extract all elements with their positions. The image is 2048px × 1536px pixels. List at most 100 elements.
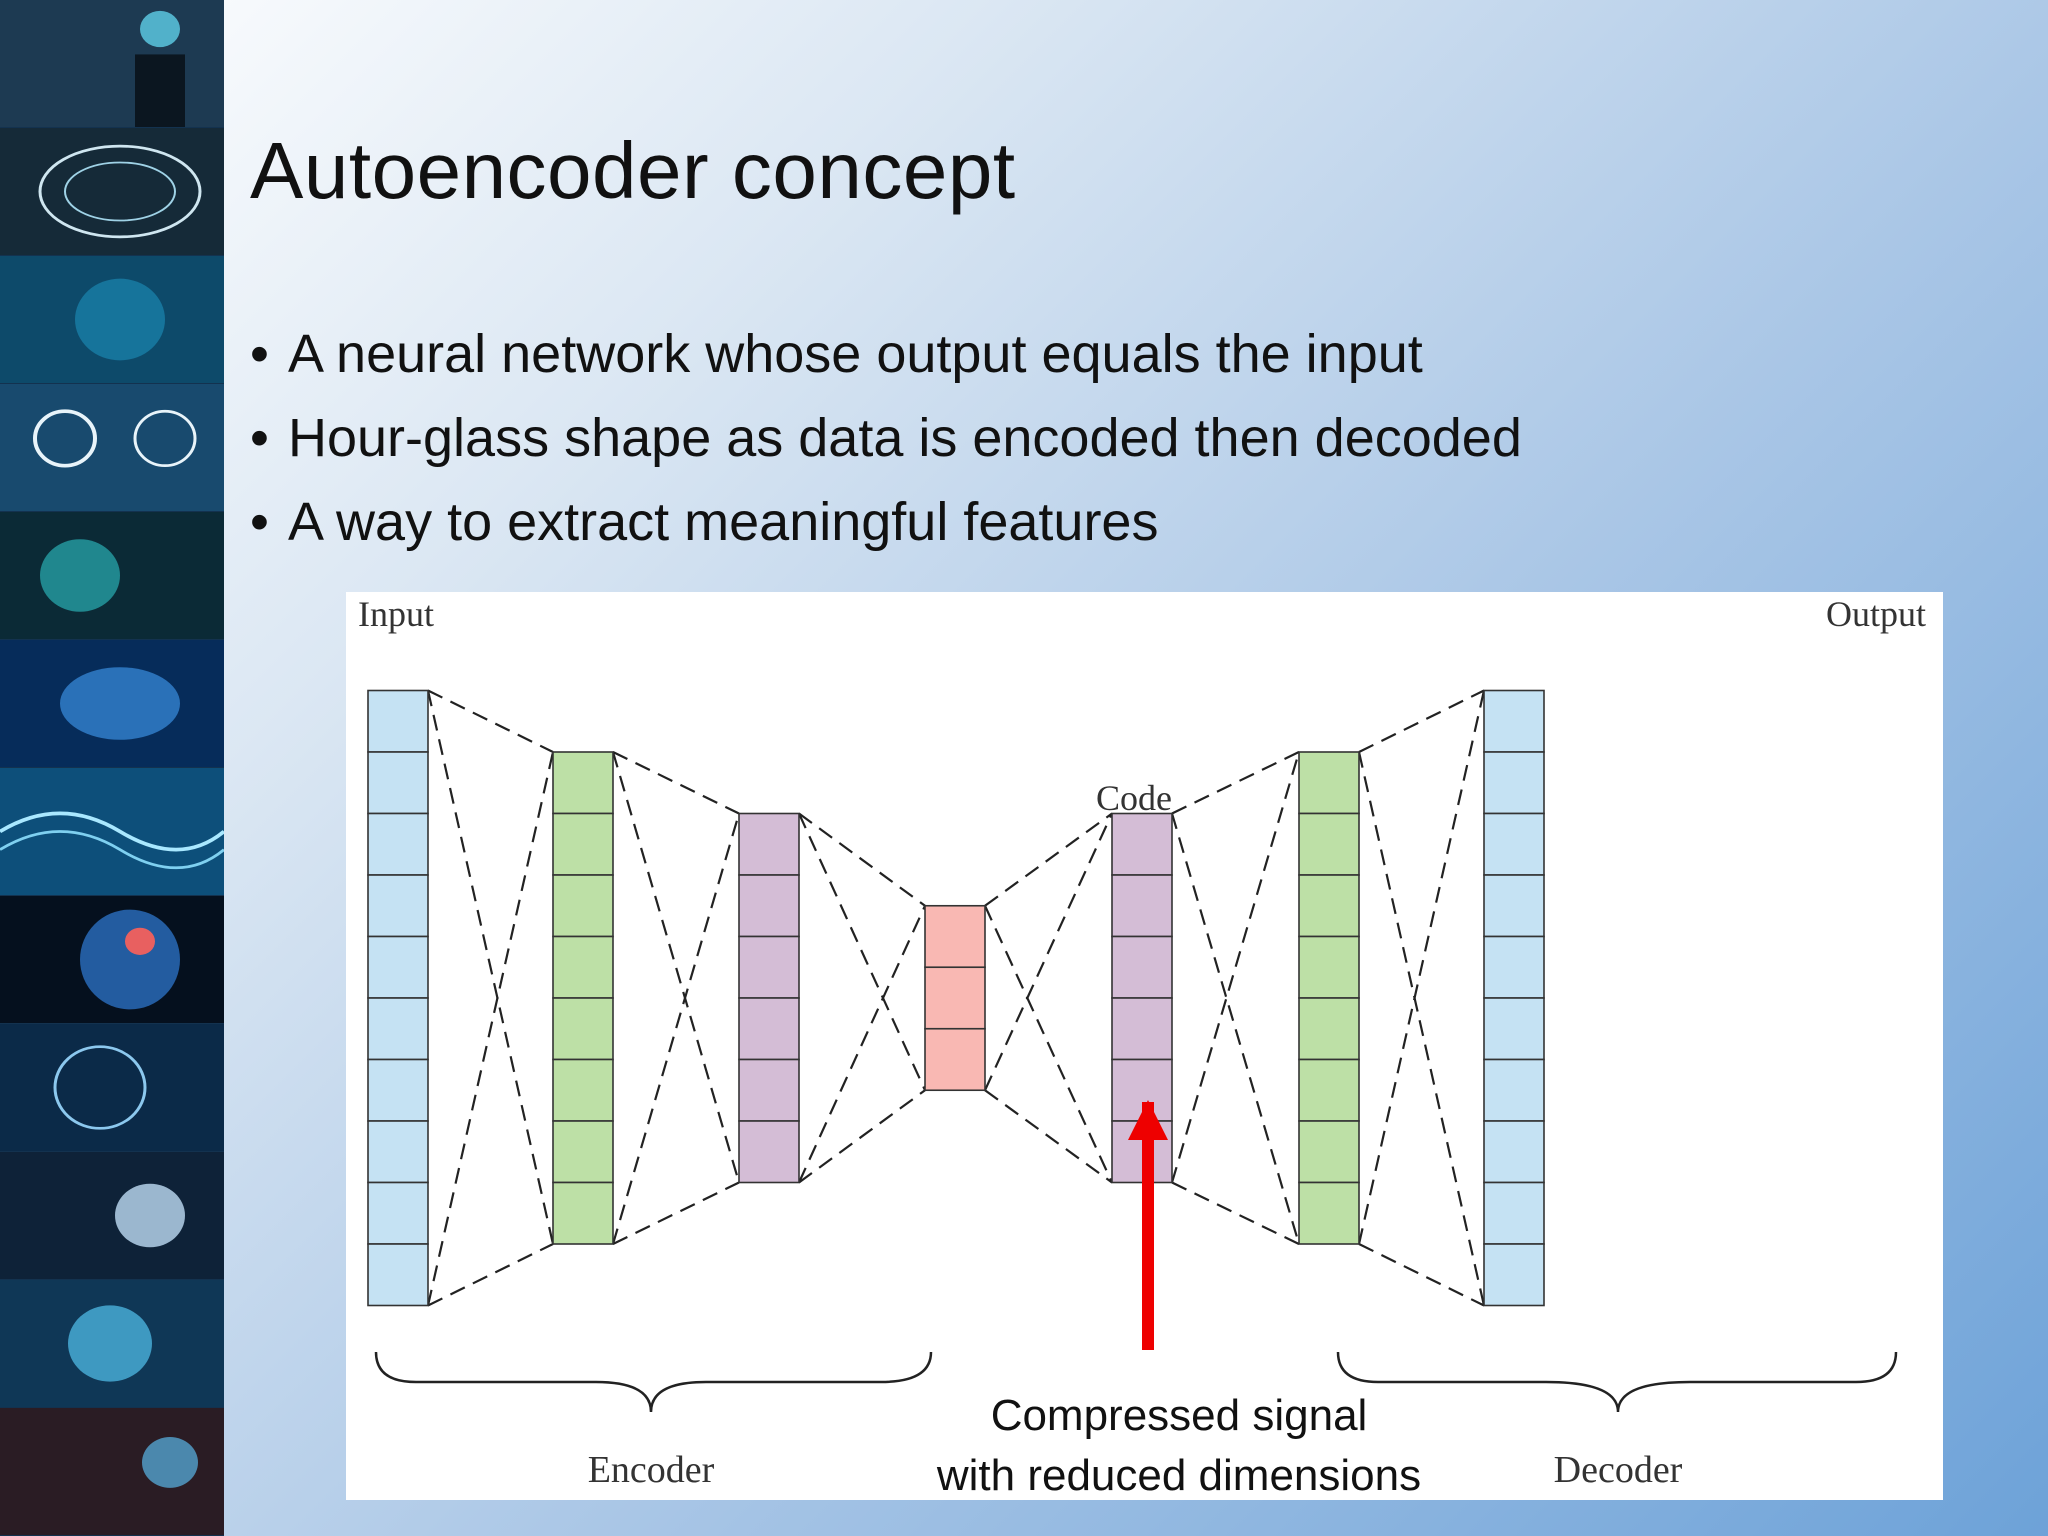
bullet-text: Hour-glass shape as data is encoded then… [288, 408, 1522, 468]
autoencoder-diagram: Input Output Code Encoder Decoder Compre… [346, 592, 1943, 1500]
layer-cell [924, 904, 986, 969]
connection-line [1170, 751, 1301, 1183]
layer-encoder-hidden-1 [552, 751, 614, 1245]
gears-brain-image [0, 384, 224, 512]
layer-cell [1483, 874, 1545, 938]
layer-decoder-hidden-2 [1298, 751, 1360, 1245]
layer-code [924, 904, 986, 1092]
diagram-canvas: Input Output Code Encoder Decoder Compre… [358, 594, 1926, 1500]
bullet-dot-icon: • [250, 324, 269, 384]
layer-cell [738, 997, 800, 1061]
layer-cell [924, 1027, 986, 1092]
layer-cell [552, 1058, 614, 1122]
layer-cell [367, 874, 429, 938]
connection-lines [426, 689, 1486, 1307]
layer-cell [1298, 812, 1360, 876]
layer-cell [1483, 812, 1545, 876]
connection-line [612, 751, 740, 815]
output-label: Output [1826, 594, 1926, 634]
brace-group [374, 1351, 1898, 1413]
bullet-dot-icon: • [250, 492, 269, 552]
digital-head-image [0, 256, 224, 384]
layer-cell [1298, 1058, 1360, 1122]
layer-cell [367, 997, 429, 1061]
encoder-brace [374, 1351, 933, 1413]
bullet-text: A neural network whose output equals the… [288, 324, 1423, 384]
layer-cell [367, 812, 429, 876]
connection-line [1171, 1181, 1300, 1245]
neural-head-image [0, 1024, 224, 1152]
connection-line [984, 812, 1113, 907]
layer-cell [1298, 1120, 1360, 1184]
layer-cell [552, 751, 614, 815]
reduced-dimensions-label: with reduced dimensions [936, 1451, 1421, 1500]
decoder-brace [1336, 1351, 1898, 1413]
connection-line [798, 812, 926, 907]
layer-cell [1298, 935, 1360, 999]
layer-cell [552, 935, 614, 999]
connection-line [984, 905, 1113, 1183]
layer-cell [552, 1181, 614, 1245]
layer-cell [367, 751, 429, 815]
layer-cell [367, 1243, 429, 1307]
layer-input [367, 689, 429, 1307]
slide-title: Autoencoder concept [250, 126, 1016, 215]
layer-cell [738, 1120, 800, 1184]
connection-line [611, 751, 741, 1183]
input-label: Input [358, 594, 434, 634]
glowing-brain-image [0, 512, 224, 640]
layer-cell [738, 1058, 800, 1122]
code-label: Code [1096, 778, 1172, 818]
connection-line [427, 689, 554, 753]
layer-cell [1483, 935, 1545, 999]
connection-line [1358, 1243, 1485, 1307]
connection-line [1357, 690, 1486, 1245]
layer-cell [738, 935, 800, 999]
layer-cell [1298, 997, 1360, 1061]
connection-line [1170, 813, 1301, 1245]
compressed-signal-label: Compressed signal [991, 1391, 1368, 1440]
arrow-head-icon [1128, 1100, 1168, 1140]
bullet-item: • A neural network whose output equals th… [250, 312, 1522, 396]
bullet-item: • Hour-glass shape as data is encoded the… [250, 396, 1522, 480]
bullet-item: • A way to extract meaningful features [250, 480, 1522, 564]
connection-line [426, 690, 555, 1245]
layer-cell [1483, 689, 1545, 753]
brain-silhouette-image [0, 1408, 224, 1536]
connection-line [1357, 751, 1486, 1306]
layer-cell [552, 1120, 614, 1184]
bullet-dot-icon: • [250, 408, 269, 468]
layer-cell [1111, 997, 1173, 1061]
binary-code-head-image [0, 1152, 224, 1280]
layer-cell [367, 689, 429, 753]
layer-cell [924, 966, 986, 1030]
bullet-text: A way to extract meaningful features [288, 492, 1159, 552]
layer-cell [1483, 1120, 1545, 1184]
layer-cell [1111, 812, 1173, 876]
layer-cell [1483, 1181, 1545, 1245]
blue-brain-image [0, 640, 224, 768]
layer-cell [1483, 1058, 1545, 1122]
layer-cell [552, 997, 614, 1061]
layer-cell [367, 1058, 429, 1122]
arrow-shaft [1142, 1102, 1154, 1350]
colorful-face-image [0, 896, 224, 1024]
connection-line [797, 905, 927, 1183]
layer-cell [1483, 1243, 1545, 1307]
layer-cell [367, 935, 429, 999]
connection-line [1358, 689, 1485, 753]
layer-cell [738, 874, 800, 938]
brain-silhouette-image [0, 0, 224, 128]
glowing-head-image [0, 1280, 224, 1408]
circuit-brain-image [0, 128, 224, 256]
layer-cell [1483, 751, 1545, 815]
layer-cell [552, 874, 614, 938]
compressed-arrow [1128, 1100, 1168, 1350]
layer-cell [367, 1181, 429, 1245]
connection-line [984, 1089, 1113, 1184]
connection-line [611, 813, 741, 1245]
connection-line [612, 1181, 740, 1245]
layer-encoder-hidden-2 [738, 812, 800, 1184]
layer-cell [1298, 1181, 1360, 1245]
layer-cell [1298, 751, 1360, 815]
